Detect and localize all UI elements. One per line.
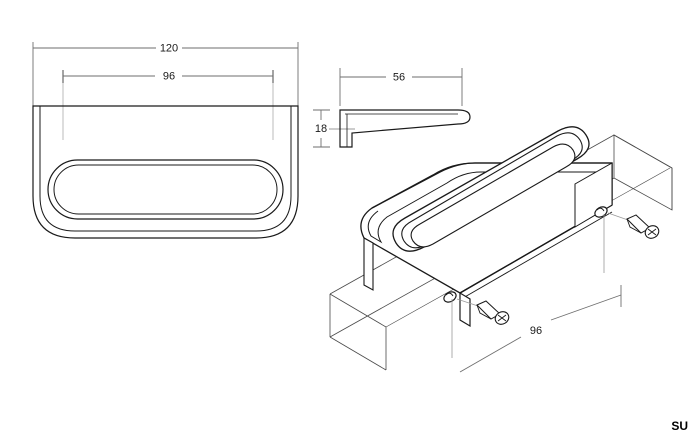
iso-dim-line-96-upper: [550, 294, 622, 321]
panel-left-front-edge: [329, 336, 387, 371]
iso-dim-label-hole-centres: 96: [530, 325, 542, 337]
iso-dim-line-96-lower: [459, 336, 522, 373]
dim-label-overall-height: 18: [315, 123, 327, 135]
flange-left-lower: [459, 291, 471, 328]
handle-left-return-tab: [363, 237, 374, 291]
handle-body: [360, 126, 613, 328]
handle-rim-contour: [367, 166, 613, 244]
screw-lower-axis-leader: [456, 298, 479, 307]
handle-inner-edge-outline: [39, 106, 292, 232]
panel-right-edges: [613, 134, 673, 210]
screw-upper-point: [626, 218, 642, 234]
side-profile-fold-line: [345, 113, 458, 147]
screw-lower: [456, 298, 510, 325]
dim-label-overall-width: 120: [160, 42, 178, 54]
brand-logo: SU: [671, 419, 688, 433]
front-elevation-view: 120 96: [32, 42, 299, 239]
dim-label-overall-depth: 56: [393, 71, 405, 83]
side-profile-outline: [339, 109, 471, 148]
handle-outer-outline: [32, 105, 299, 239]
side-section-view: 56 18: [313, 68, 471, 148]
recess-slot-outer: [47, 159, 284, 220]
screw-upper: [607, 212, 660, 239]
dim-label-hole-centres: 96: [163, 70, 175, 82]
handle-back-edge: [371, 162, 612, 209]
screw-upper-axis-leader: [607, 212, 629, 221]
screw-hole-lower-countersink: [445, 292, 454, 297]
isometric-installation-view: 96: [329, 126, 673, 373]
flange-right-face: [574, 162, 613, 228]
screw-hole-upper-countersink: [596, 207, 605, 212]
screw-lower-cross-slot: [497, 314, 507, 322]
screw-upper-cross-slot: [647, 228, 657, 236]
screw-lower-point: [476, 304, 492, 320]
recess-oval-inner: [410, 143, 576, 248]
handle-front-edge-offset: [462, 211, 613, 299]
recess-slot-inner: [53, 164, 278, 215]
